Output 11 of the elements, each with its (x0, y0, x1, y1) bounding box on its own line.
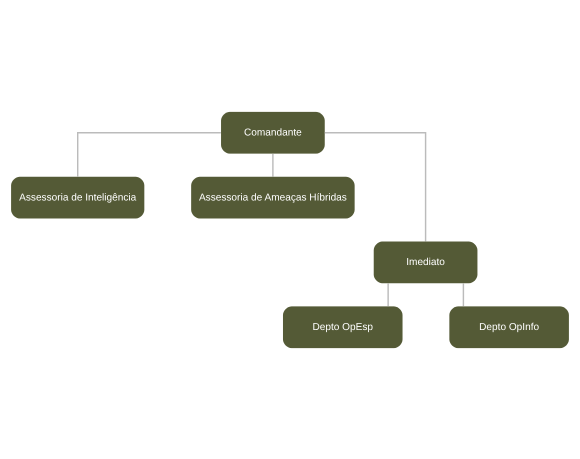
node-box: Assessoria de Inteligência (11, 176, 144, 218)
node-box: Comandante (221, 111, 325, 154)
connector (462, 283, 464, 306)
connector (77, 132, 221, 176)
connector (272, 154, 274, 176)
node-box: Imediato (374, 241, 478, 283)
connector (387, 283, 389, 306)
connector (324, 132, 426, 241)
node-box: Depto OpEsp (282, 306, 403, 348)
node-box: Depto OpInfo (449, 306, 569, 348)
node-box: Assessoria de Ameaças Híbridas (191, 176, 355, 218)
